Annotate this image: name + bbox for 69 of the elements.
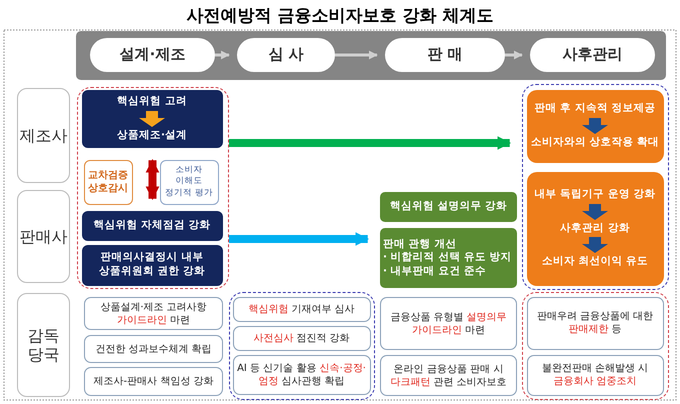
- box-text: 상품설계·제조 고려사항 가이드라인 마련: [99, 300, 208, 326]
- chevron-arrow: [215, 50, 230, 60]
- measure-box: [84, 335, 223, 363]
- box-text: 판매의사결정시 내부 상품위원회 권한 강화: [98, 251, 206, 279]
- measure-box: [526, 296, 664, 350]
- process-box: [82, 244, 222, 286]
- row-header-box: [17, 88, 70, 183]
- box-text: 판매우려 금융상품에 대한 판매제한 등: [536, 310, 654, 336]
- box-text: 핵심위험 설명의무 강화: [390, 200, 508, 214]
- process-box: [82, 210, 222, 240]
- box-text: 상품제조·설계: [117, 128, 187, 142]
- box-text: 판매 관행 개선: [383, 238, 456, 252]
- process-box: [82, 90, 222, 148]
- box-text: 건전한 성과보수체계 확립: [95, 342, 212, 356]
- box-text: 소비자 이해도 정기적 평가: [164, 165, 214, 199]
- stage-pill: [530, 38, 655, 72]
- row-header-label: 제조사: [20, 126, 68, 146]
- measure-box: [232, 326, 370, 350]
- arrow: [146, 158, 160, 200]
- box-text: 금융상품 유형별 설명의무 가이드라인 마련: [389, 310, 508, 336]
- stage-label: 설계·제조: [120, 45, 186, 65]
- dashed-group-frame: [522, 292, 669, 400]
- box-text: 소비자와의 상호작용 확대: [530, 136, 660, 150]
- note-box: [160, 160, 218, 204]
- box-text: 핵심위험 고려: [117, 94, 187, 108]
- process-box: [380, 192, 517, 222]
- stage-pill: [385, 38, 505, 72]
- box-text: 교차검증 상호감시: [88, 169, 128, 195]
- row-header-label: 판매사: [20, 226, 68, 246]
- measure-box: [232, 354, 370, 394]
- box-text: 사전심사 점진적 강화: [253, 332, 350, 344]
- row-header-box: [17, 190, 70, 283]
- stage-label: 사후관리: [562, 45, 622, 65]
- box-text: 핵심위험 자체점검 강화: [93, 218, 211, 232]
- box-text: 핵심위험 기재여부 심사: [248, 302, 355, 316]
- box-text: · 내부판매 요건 준수: [383, 264, 486, 278]
- box-text: · 비합리적 선택 유도 방지: [383, 251, 512, 265]
- arrow: [229, 136, 512, 150]
- arrow: [229, 232, 370, 246]
- measure-box: [84, 367, 223, 396]
- measure-box: [84, 297, 223, 330]
- box-text: 사후관리 강화: [560, 222, 630, 236]
- box-text: AI 등 신기술 활용 신속·공정·엄정 심사관행 확립: [236, 362, 366, 388]
- dashed-group-frame: [229, 292, 375, 400]
- diagram-title: 사전예방적 금융소비자보호 강화 체계도: [186, 5, 494, 27]
- measure-box: [526, 354, 664, 396]
- box-text: 제조사-판매사 책임성 강화: [94, 375, 214, 388]
- process-box: [526, 90, 664, 162]
- row-header-label: 감독 당국: [26, 326, 60, 364]
- box-text: 온라인 금융상품 판매 시 다크패턴 관련 소비자보호: [389, 362, 508, 388]
- stage-label: 심 사: [268, 45, 304, 65]
- process-box: [526, 172, 664, 286]
- note-box: [84, 160, 132, 204]
- measure-box: [380, 355, 517, 396]
- row-header-box: [17, 293, 70, 397]
- chevron-arrow: [335, 50, 378, 60]
- stage-label: 판 매: [427, 45, 463, 65]
- dashed-group-frame: [77, 87, 229, 289]
- box-text: 내부 독립기구 운영 강화: [534, 188, 656, 202]
- chevron-arrow: [505, 50, 523, 60]
- measure-box: [380, 297, 517, 350]
- box-text: 소비자 최선이익 유도: [542, 255, 648, 269]
- stage-pill: [237, 38, 335, 72]
- box-text: 판매 후 지속적 정보제공: [534, 102, 656, 116]
- measure-box: [232, 296, 370, 322]
- process-box: [380, 228, 517, 288]
- box-text: 불완전판매 손해발생 시 금융회사 엄중조치: [540, 362, 650, 388]
- stage-pill: [90, 38, 215, 72]
- dashed-group-frame: [522, 84, 669, 290]
